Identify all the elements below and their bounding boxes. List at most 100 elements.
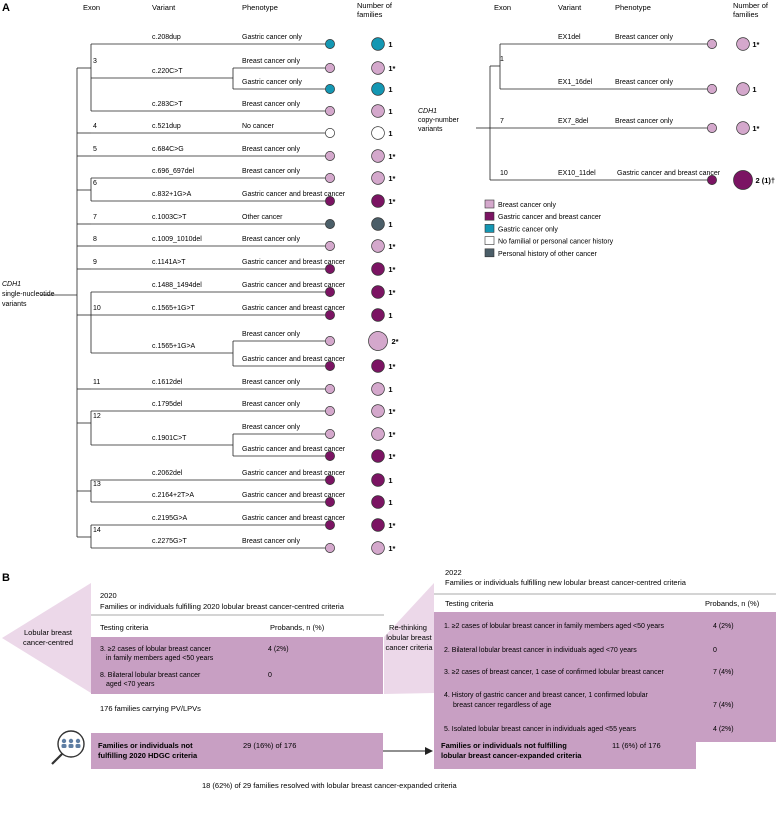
phenotype-label: Breast cancer only bbox=[242, 168, 300, 175]
family-count-label: 1 bbox=[388, 311, 392, 320]
exon-label: 13 bbox=[93, 481, 101, 488]
cnv-header-exon: Exon bbox=[494, 3, 511, 12]
variant-label: c.1565+1G>T bbox=[152, 305, 196, 312]
family-count-circle bbox=[371, 308, 385, 322]
family-count-circle bbox=[371, 82, 385, 96]
phenotype-marker bbox=[707, 175, 717, 185]
exon-label: 5 bbox=[93, 146, 97, 153]
exon-label: 9 bbox=[93, 259, 97, 266]
phenotype-label: Breast cancer only bbox=[242, 146, 300, 153]
phenotype-label: Gastric cancer and breast cancer bbox=[242, 305, 346, 312]
cnv-header-variant: Variant bbox=[558, 3, 582, 12]
phenotype-marker bbox=[325, 241, 335, 251]
phenotype-marker bbox=[707, 39, 717, 49]
criterion-2022-value: 0 bbox=[713, 647, 717, 654]
family-count-circle bbox=[371, 359, 385, 373]
criterion-2022-value: 4 (2%) bbox=[713, 623, 734, 630]
not-fulfilling-2022-box bbox=[434, 733, 696, 769]
family-count-circle bbox=[371, 404, 385, 418]
exon-label: 4 bbox=[93, 123, 97, 130]
phenotype-marker bbox=[325, 128, 335, 138]
family-count-label: 1 bbox=[388, 129, 392, 138]
cnv-header-families-l2: families bbox=[733, 10, 759, 19]
family-count-label: 2* bbox=[392, 337, 399, 346]
family-count-circle bbox=[371, 194, 385, 208]
family-count-circle bbox=[371, 171, 385, 185]
exon-label: 7 bbox=[500, 118, 504, 125]
criterion-2020: 3. ≥2 cases of lobular breast cancer bbox=[100, 646, 212, 653]
lobular-label-l2: cancer-centred bbox=[23, 638, 73, 647]
family-count-circle bbox=[371, 104, 385, 118]
family-count-label: 1* bbox=[388, 152, 395, 161]
probands-header-2022: Probands, n (%) bbox=[705, 599, 760, 608]
family-count-label: 1* bbox=[388, 174, 395, 183]
legend-swatch bbox=[484, 199, 495, 209]
rethink-label-l3: cancer criteria bbox=[385, 643, 433, 652]
criterion-2022-value: 4 (2%) bbox=[713, 726, 734, 733]
family-count-label: 1* bbox=[388, 265, 395, 274]
family-count-label: 1 bbox=[388, 476, 392, 485]
family-count-circle bbox=[736, 37, 750, 51]
legend-label: Gastric cancer and breast cancer bbox=[498, 214, 602, 221]
criteria-box-2020 bbox=[91, 637, 383, 694]
arrow-rethinking bbox=[384, 583, 434, 694]
family-count-circle bbox=[371, 61, 385, 75]
phenotype-label: Breast cancer only bbox=[615, 118, 673, 125]
not-fulfilling-2020-l2: fulfilling 2020 HDGC criteria bbox=[98, 751, 198, 760]
phenotype-marker bbox=[325, 310, 335, 320]
panel-a-label: A bbox=[2, 2, 10, 14]
not-fulfilling-2022-value: 11 (6%) of 176 bbox=[612, 741, 661, 750]
phenotype-marker bbox=[325, 173, 335, 183]
criterion-2022-value: 7 (4%) bbox=[713, 669, 734, 676]
phenotype-marker bbox=[325, 543, 335, 553]
family-count-circle bbox=[371, 149, 385, 163]
phenotype-label: Gastric cancer and breast cancer bbox=[242, 515, 346, 522]
year-2022: 2022 bbox=[445, 568, 462, 577]
legend-label: Breast cancer only bbox=[498, 202, 556, 209]
phenotype-marker bbox=[707, 84, 717, 94]
phenotype-marker bbox=[707, 123, 717, 133]
family-count-label: 1* bbox=[388, 407, 395, 416]
criterion-2020: 8. Bilateral lobular breast cancer bbox=[100, 672, 201, 679]
family-count-label: 1 bbox=[388, 385, 392, 394]
criterion-2022: 3. ≥2 cases of breast cancer, 1 case of … bbox=[444, 669, 664, 676]
header-phenotype: Phenotype bbox=[242, 3, 278, 12]
family-count-circle bbox=[371, 382, 385, 396]
variant-label: EX1del bbox=[558, 34, 581, 41]
family-count-label: 1* bbox=[388, 197, 395, 206]
exon-label: 10 bbox=[500, 170, 508, 177]
legend-swatch bbox=[484, 224, 495, 233]
phenotype-label: No cancer bbox=[242, 123, 275, 130]
family-count-circle bbox=[371, 217, 385, 231]
family-count-circle bbox=[371, 239, 385, 253]
year-2020: 2020 bbox=[100, 591, 117, 600]
phenotype-label: Gastric cancer and breast cancer bbox=[242, 191, 346, 198]
phenotype-marker bbox=[325, 475, 335, 485]
variant-label: c.1795del bbox=[152, 401, 183, 408]
exon-label: 8 bbox=[93, 236, 97, 243]
variant-label: c.1565+1G>A bbox=[152, 343, 196, 350]
exon-label: 3 bbox=[93, 58, 97, 65]
criteria-header-2020: Testing criteria bbox=[100, 623, 149, 632]
family-count-circle bbox=[371, 449, 385, 463]
family-count-label: 1 bbox=[388, 498, 392, 507]
variant-label: c.1009_1010del bbox=[152, 236, 202, 243]
family-count-label: 1* bbox=[752, 40, 759, 49]
phenotype-label: Breast cancer only bbox=[242, 379, 300, 386]
phenotype-label: Gastric cancer only bbox=[242, 79, 302, 86]
phenotype-marker bbox=[325, 39, 335, 49]
family-count-label: 1 bbox=[388, 220, 392, 229]
phenotype-label: Breast cancer only bbox=[242, 424, 300, 431]
people-search-icon bbox=[51, 730, 85, 765]
title-2020: Families or individuals fulfilling 2020 … bbox=[100, 602, 345, 611]
snv-group-label-l1: CDH1 bbox=[2, 281, 21, 288]
phenotype-marker bbox=[325, 106, 335, 116]
cnv-group-label-l2: copy-number bbox=[418, 117, 460, 124]
variant-label: c.1901C>T bbox=[152, 435, 187, 442]
variant-label: c.696_697del bbox=[152, 168, 194, 175]
criterion-2020-value: 4 (2%) bbox=[268, 646, 289, 653]
criterion-2020-cont: aged <70 years bbox=[106, 681, 155, 688]
family-count-circle bbox=[371, 126, 385, 140]
criterion-2022-cont: breast cancer regardless of age bbox=[453, 702, 552, 709]
